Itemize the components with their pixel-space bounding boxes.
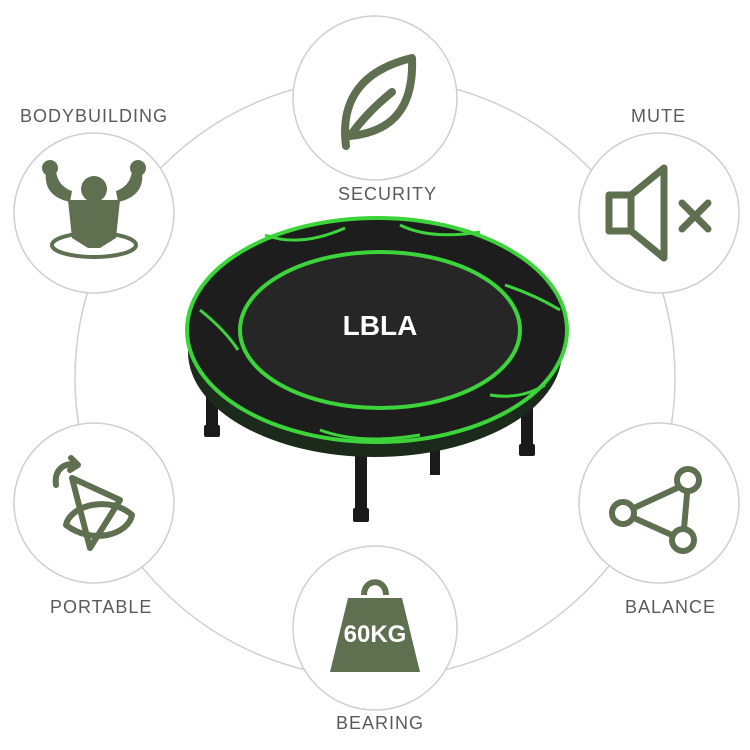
brand-logo: LBLA bbox=[343, 310, 418, 341]
jump-mat bbox=[238, 250, 522, 410]
trampoline-leg bbox=[355, 440, 367, 515]
weight-label: 60KG bbox=[344, 621, 407, 648]
bearing-label: BEARING bbox=[336, 713, 425, 733]
portable-label: PORTABLE bbox=[50, 597, 153, 617]
mute-badge bbox=[578, 132, 740, 294]
security-badge bbox=[292, 15, 458, 181]
orbit-ring-icon bbox=[50, 231, 138, 259]
weight-kettle-icon: 60KG bbox=[330, 579, 420, 672]
balance-badge bbox=[578, 422, 740, 584]
leaf-icon bbox=[341, 54, 417, 150]
trampoline-image: LBLA bbox=[185, 216, 569, 522]
muscle-man-icon bbox=[42, 160, 146, 248]
mute-label: MUTE bbox=[631, 106, 686, 126]
balance-label: BALANCE bbox=[625, 597, 717, 617]
speaker-mute-icon bbox=[605, 164, 712, 262]
folding-frame-icon bbox=[52, 455, 135, 551]
triangle-nodes-icon bbox=[609, 466, 702, 554]
security-label: SECURITY bbox=[338, 184, 438, 204]
bodybuilding-label: BODYBUILDING bbox=[20, 106, 169, 126]
